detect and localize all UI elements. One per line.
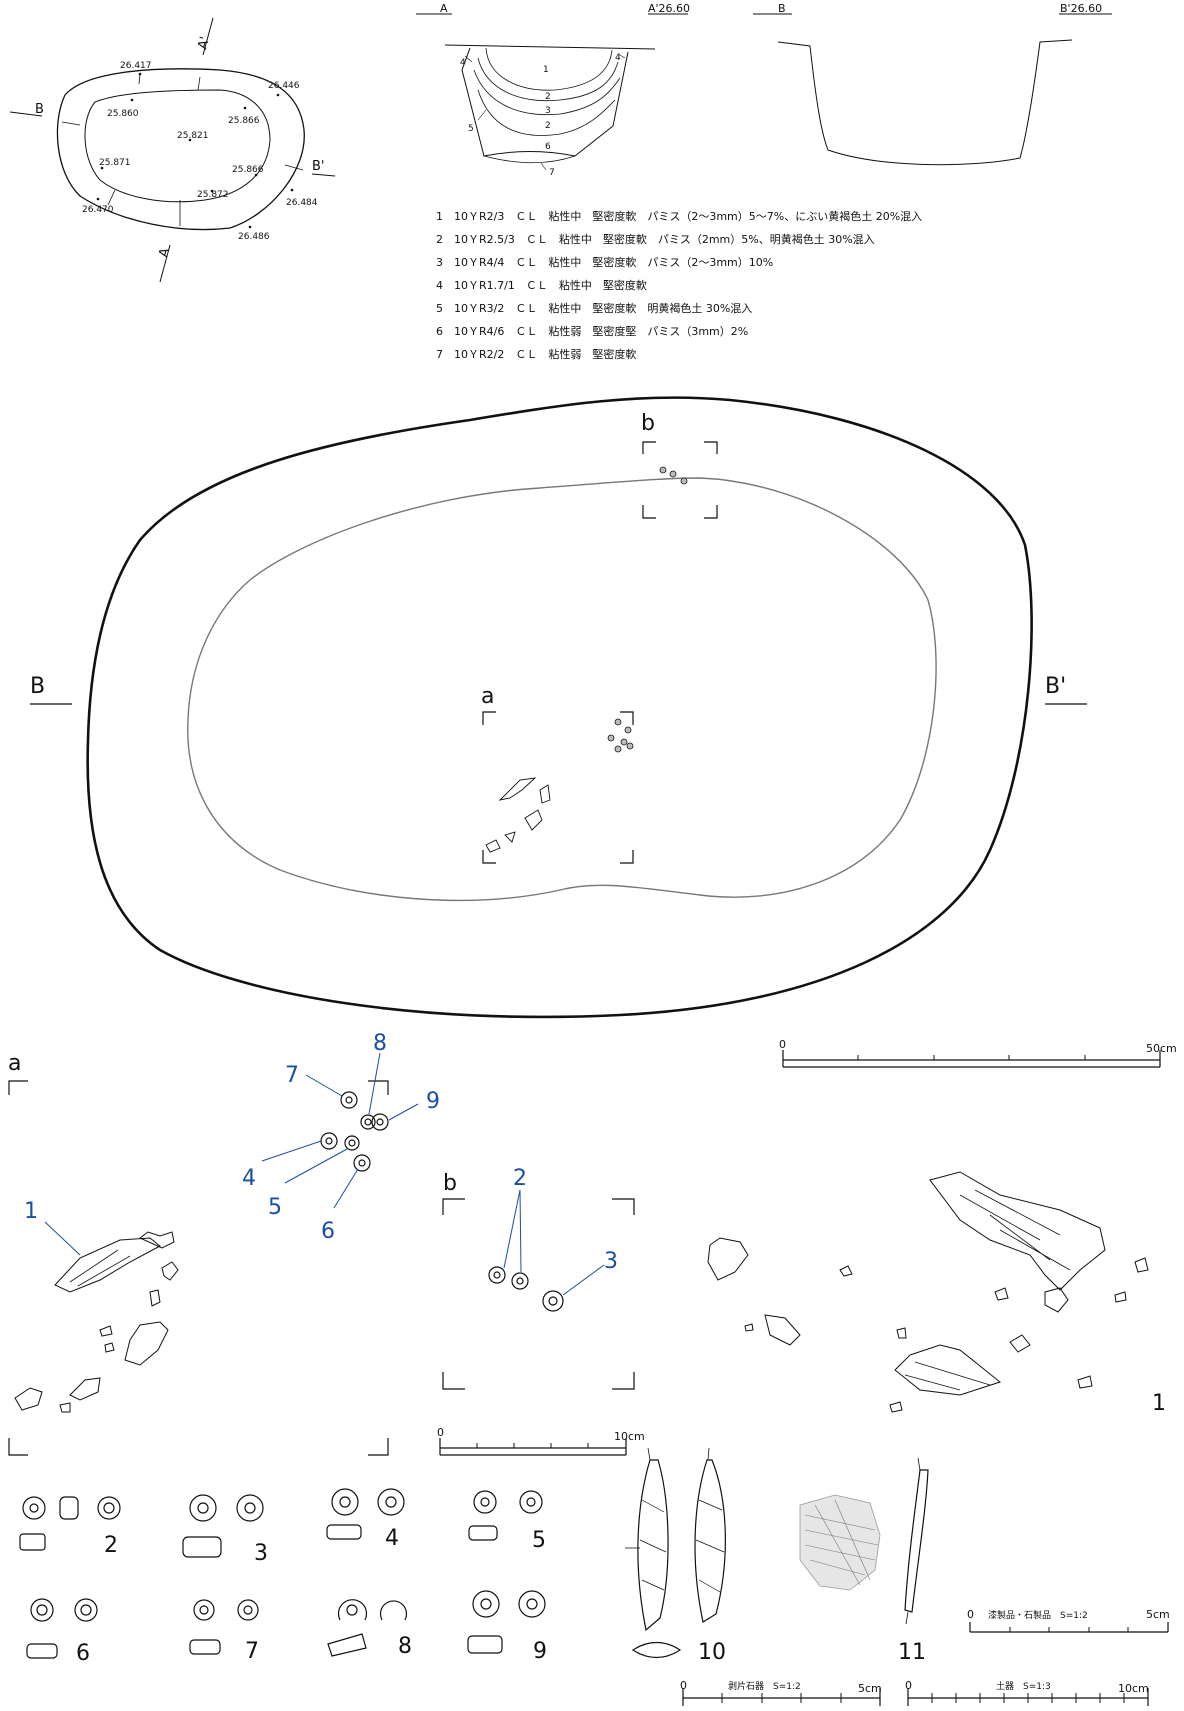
bead-number: 5 bbox=[532, 1528, 546, 1553]
layer-number: 6 bbox=[545, 142, 551, 152]
elevation-label: 26.417 bbox=[120, 61, 152, 71]
layer-number: 3 bbox=[545, 106, 551, 116]
pottery-sherd-drawing: 11 bbox=[799, 1457, 929, 1665]
layer-number: 2 bbox=[545, 121, 551, 131]
plan-label-a: a bbox=[481, 684, 494, 709]
scale-10-start: 0 bbox=[437, 1426, 444, 1439]
elevation-label: 25.821 bbox=[177, 131, 209, 141]
scale-start: 0 bbox=[967, 1608, 974, 1621]
detail-b-number: 2 bbox=[513, 1166, 527, 1191]
plan-label-b-left: B bbox=[30, 674, 45, 699]
detail-a-number: 7 bbox=[285, 1063, 299, 1088]
scale-end: 5cm bbox=[858, 1682, 882, 1695]
bead-drawings: 2 3 4 5 6 bbox=[19, 1488, 547, 1666]
legend-line: 7 10ＹR2/2 ＣＬ 粘性弱 堅密度軟 bbox=[436, 347, 636, 361]
scale-bar-50cm: 0 50cm bbox=[779, 1038, 1177, 1068]
detail-a-label: a bbox=[8, 1051, 21, 1076]
elevation-label: 25.866 bbox=[232, 165, 264, 175]
detail-a-number: 9 bbox=[426, 1089, 440, 1114]
detail-a-number: 5 bbox=[268, 1195, 282, 1220]
detail-a-number: 8 bbox=[373, 1031, 387, 1056]
bead-number: 7 bbox=[245, 1639, 259, 1664]
elevation-label: 25.871 bbox=[99, 158, 131, 168]
scale-start: 0 bbox=[680, 1679, 687, 1692]
layer-number: 1 bbox=[543, 65, 549, 75]
scale-start: 0 bbox=[905, 1679, 912, 1692]
scale-bar-10cm: 0 10cm bbox=[437, 1426, 645, 1456]
detail-a-number: 4 bbox=[242, 1166, 256, 1191]
detail-b-label: b bbox=[443, 1171, 457, 1196]
layer-number: 4 bbox=[460, 58, 466, 68]
detail-a-number: 1 bbox=[24, 1199, 38, 1224]
label-b-prime: B' bbox=[312, 159, 325, 174]
scale-end: 5cm bbox=[1146, 1608, 1170, 1621]
bead-number: 4 bbox=[385, 1526, 399, 1551]
scale-bar-lacquer-stone: 0 漆製品・石製品 S=1:2 5cm bbox=[967, 1608, 1170, 1633]
stone-tool-number: 10 bbox=[698, 1640, 726, 1665]
elevation-label: 26.486 bbox=[238, 232, 270, 242]
legend-line: 2 10ＹR2.5/3 ＣＬ 粘性中 堅密度軟 パミス（2mm）5%、明黄褐色土… bbox=[436, 232, 875, 246]
section-b-left-label: B bbox=[778, 2, 786, 15]
elevation-label: 26.446 bbox=[268, 81, 300, 91]
legend-line: 1 10ＹR2/3 ＣＬ 粘性中 堅密度軟 パミス（2～3mm）5～7%、にぶい… bbox=[436, 209, 922, 223]
elevation-label: 26.470 bbox=[82, 205, 114, 215]
layer-number: 2 bbox=[545, 92, 551, 102]
elevation-label: 25.872 bbox=[197, 190, 229, 200]
bead-number: 6 bbox=[76, 1641, 90, 1666]
elevation-label: 25.860 bbox=[107, 109, 139, 119]
plan-label-b: b bbox=[641, 411, 655, 436]
legend-line: 6 10ＹR4/6 ＣＬ 粘性弱 堅密度堅 パミス（3mm）2% bbox=[436, 324, 748, 338]
section-a-right-label: A'26.60 bbox=[648, 2, 690, 15]
scale-50-start: 0 bbox=[779, 1038, 786, 1051]
large-plan: b a B B' bbox=[30, 396, 1087, 1019]
bead-number: 2 bbox=[104, 1533, 118, 1558]
detail-a: a 7 8 9 4 5 6 1 bbox=[8, 1031, 440, 1456]
layer-number: 4 bbox=[615, 53, 621, 63]
scale-label: 剥片石器 S=1:2 bbox=[728, 1680, 801, 1692]
scale-bar-pottery: 0 土器 S=1:3 10cm bbox=[905, 1679, 1149, 1706]
legend-line: 5 10ＹR3/2 ＣＬ 粘性中 堅密度軟 明黄褐色土 30%混入 bbox=[436, 301, 752, 315]
plan-label-b-right: B' bbox=[1045, 674, 1066, 699]
bead-number: 3 bbox=[254, 1541, 268, 1566]
elevation-label: 26.484 bbox=[286, 198, 318, 208]
lacquer-object-drawing: 1 bbox=[707, 1171, 1166, 1416]
legend-line: 3 10ＹR4/4 ＣＬ 粘性中 堅密度軟 パミス（2～3mm）10% bbox=[436, 255, 773, 269]
bead-number: 9 bbox=[533, 1639, 547, 1664]
section-a: A A'26.60 1 2 3 2 6 7 4 4 5 bbox=[416, 2, 690, 178]
label-a: A bbox=[156, 246, 173, 259]
section-a-left-label: A bbox=[440, 2, 448, 15]
detail-b-number: 3 bbox=[604, 1249, 618, 1274]
label-b: B bbox=[35, 102, 44, 117]
section-b-right-label: B'26.60 bbox=[1060, 2, 1102, 15]
scale-end: 10cm bbox=[1118, 1682, 1149, 1695]
scale-10-end: 10cm bbox=[614, 1430, 645, 1443]
scale-label: 漆製品・石製品 S=1:2 bbox=[988, 1609, 1088, 1621]
elevation-points bbox=[96, 72, 294, 229]
elevation-label: 25.866 bbox=[228, 116, 260, 126]
stone-tool-drawing: 10 bbox=[625, 1447, 726, 1665]
lacquer-figure-number: 1 bbox=[1152, 1391, 1166, 1416]
scale-bar-flake-tool: 0 剥片石器 S=1:2 5cm bbox=[680, 1679, 882, 1706]
scale-50-end: 50cm bbox=[1146, 1042, 1177, 1055]
layer-number: 7 bbox=[549, 168, 555, 178]
label-a-prime: A' bbox=[195, 35, 213, 51]
layer-number: 5 bbox=[468, 124, 474, 134]
small-plan: A' A B B' 26.417 26.446 25.860 25.866 25… bbox=[9, 17, 336, 283]
detail-a-number: 6 bbox=[321, 1219, 335, 1244]
detail-b: b 2 3 bbox=[442, 1166, 635, 1390]
soil-legend: 1 10ＹR2/3 ＣＬ 粘性中 堅密度軟 パミス（2～3mm）5～7%、にぶい… bbox=[436, 209, 922, 361]
bead-number: 8 bbox=[398, 1634, 412, 1659]
section-b: B B'26.60 bbox=[753, 2, 1112, 166]
scale-label: 土器 S=1:3 bbox=[996, 1680, 1051, 1692]
legend-line: 4 10ＹR1.7/1 ＣＬ 粘性中 堅密度軟 bbox=[436, 278, 647, 292]
pottery-number: 11 bbox=[898, 1640, 926, 1665]
